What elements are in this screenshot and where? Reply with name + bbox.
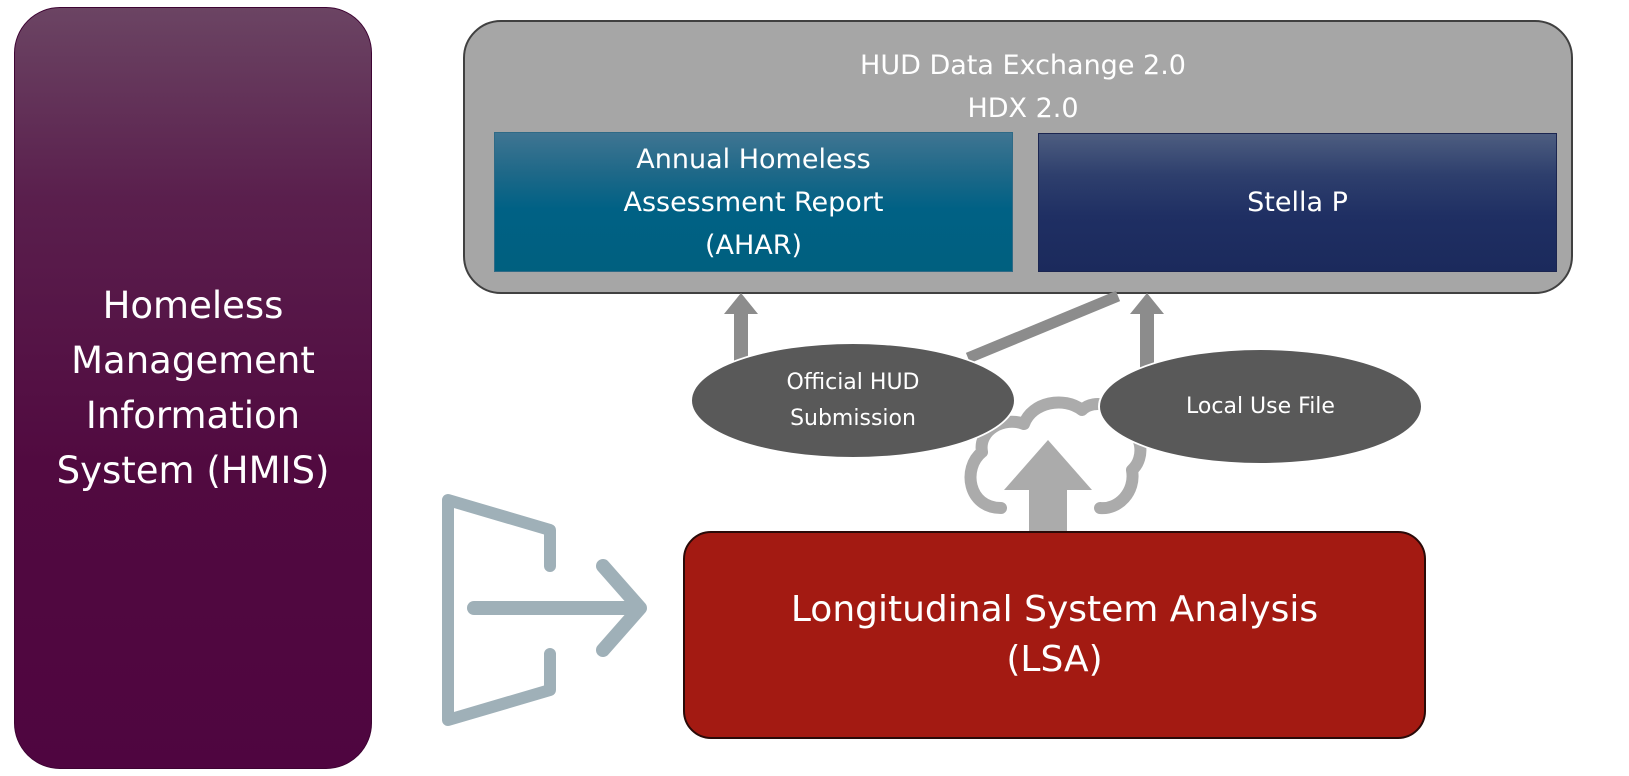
- official-submission-oval: Official HUD Submission: [690, 342, 1016, 459]
- up-arrow-icon: [1130, 293, 1164, 368]
- ahar-line-1: Annual Homeless: [636, 143, 871, 175]
- ahar-box: Annual Homeless Assessment Report (AHAR): [494, 132, 1013, 272]
- diagonal-connector: [965, 290, 1121, 364]
- local-use-label: Local Use File: [1186, 393, 1335, 419]
- stella-box: Stella P: [1038, 133, 1557, 272]
- hmis-line-2: Management: [71, 339, 315, 382]
- hdx-title-line-2: HDX 2.0: [967, 93, 1079, 124]
- ahar-line-2: Assessment Report: [623, 186, 884, 218]
- export-door-icon: [442, 494, 647, 726]
- local-use-oval: Local Use File: [1098, 348, 1423, 465]
- ahar-line-3: (AHAR): [704, 229, 803, 261]
- lsa-line-1: Longitudinal System Analysis: [790, 589, 1319, 630]
- hmis-box: Homeless Management Information System (…: [14, 7, 372, 769]
- hdx-title-line-1: HUD Data Exchange 2.0: [860, 50, 1186, 81]
- hmis-line-1: Homeless: [102, 284, 284, 327]
- up-arrow-icon: [724, 293, 758, 364]
- lsa-box: Longitudinal System Analysis (LSA): [683, 531, 1426, 739]
- hmis-line-4: System (HMIS): [56, 449, 330, 492]
- hmis-line-3: Information: [85, 394, 301, 437]
- official-line-2: Submission: [790, 405, 916, 431]
- cloud-upload-icon: [964, 396, 1147, 536]
- official-line-1: Official HUD: [786, 369, 920, 395]
- lsa-line-2: (LSA): [1006, 639, 1103, 680]
- stella-label: Stella P: [1247, 187, 1348, 218]
